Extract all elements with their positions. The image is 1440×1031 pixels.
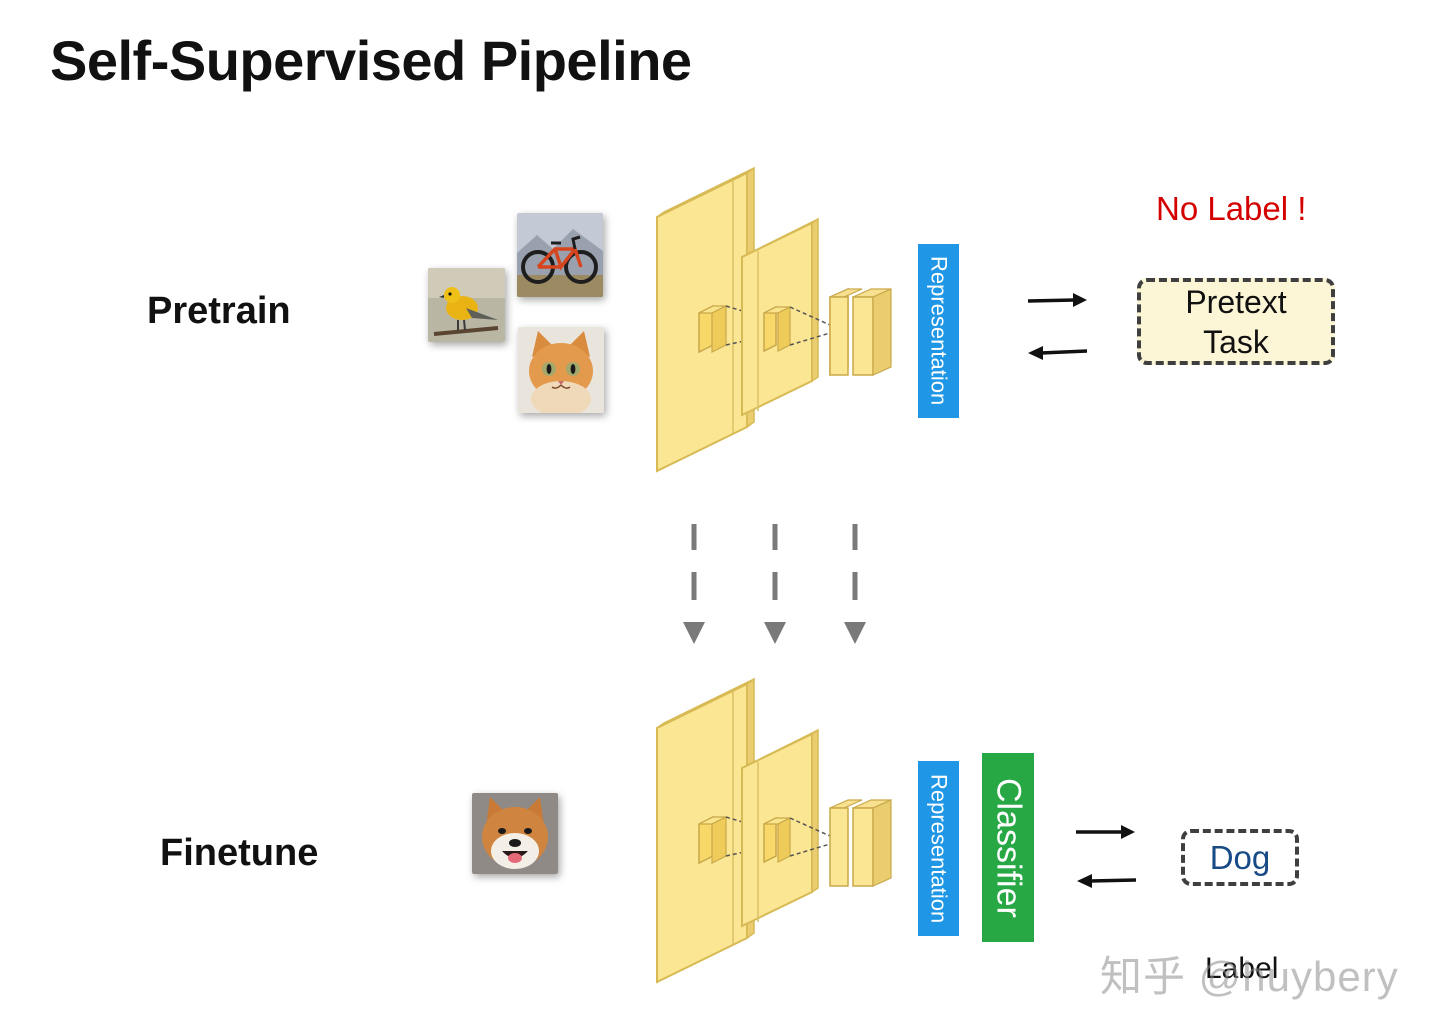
cat-illustration [518, 327, 604, 413]
finetune-representation-box: Representation [918, 761, 959, 936]
arrow-right-icon [1121, 825, 1135, 839]
bicycle-image [517, 213, 603, 297]
finetune-encoder-layers [656, 677, 892, 984]
dog-image [472, 793, 558, 874]
label-caption: Label [1205, 952, 1279, 985]
finetune-exchange-arrows [1076, 825, 1137, 888]
weight-transfer-arrows [683, 524, 866, 644]
pretext-task-box: Pretext Task [1137, 278, 1335, 365]
no-label-note: No Label ! [1156, 190, 1307, 227]
bird-illustration [428, 268, 505, 342]
arrow-right-icon [1073, 293, 1087, 307]
classifier-box: Classifier [982, 753, 1034, 942]
representation-label: Representation [926, 773, 952, 924]
dog-output-box: Dog [1181, 829, 1299, 886]
classifier-label: Classifier [989, 777, 1028, 918]
dog-output-label: Dog [1209, 838, 1271, 876]
bicycle-illustration [517, 213, 603, 297]
pretrain-representation-box: Representation [918, 244, 959, 418]
cat-image [518, 327, 604, 413]
representation-label: Representation [926, 256, 952, 406]
pretext-task-label: Pretext Task [1185, 283, 1287, 360]
pretrain-encoder-layers [656, 166, 892, 473]
arrow-left-icon [1028, 346, 1043, 360]
pretrain-label: Pretrain [147, 290, 291, 332]
arrow-down-icon [844, 622, 866, 644]
arrow-down-icon [764, 622, 786, 644]
pretrain-exchange-arrows [1027, 293, 1088, 360]
dog-illustration [472, 793, 558, 874]
arrow-down-icon [683, 622, 705, 644]
bird-image [428, 268, 505, 342]
arrow-left-icon [1077, 874, 1092, 888]
watermark-text: 知乎 @huybery [1100, 953, 1399, 1000]
page-title: Self-Supervised Pipeline [50, 29, 692, 92]
finetune-label: Finetune [160, 832, 319, 874]
